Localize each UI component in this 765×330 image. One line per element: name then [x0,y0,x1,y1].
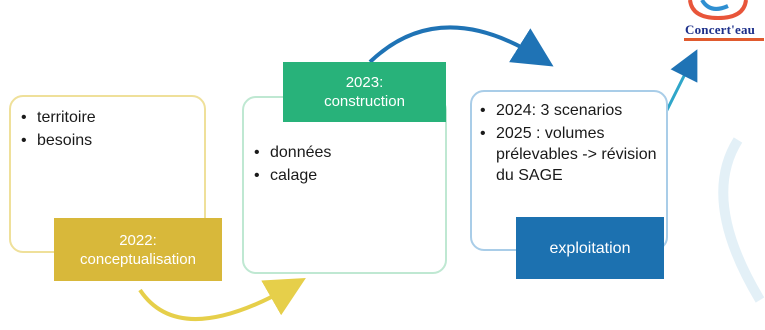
list-item: calage [254,165,331,186]
logo-text: Concert'eau [685,22,756,37]
list-item: territoire [21,107,96,128]
arrow-yellow-curve [138,278,306,321]
list-item: données [254,142,331,163]
phase-name: exploitation [549,239,631,257]
logo-underline [684,38,764,41]
phase-card-construction: données calage [242,96,447,274]
concerteau-logo [680,0,765,50]
phase-name: construction [324,93,405,110]
phase-1-list: territoire besoins [21,107,96,153]
phase-label-exploitation: exploitation [516,217,664,279]
phase-label-conceptualisation: 2022: conceptualisation [54,218,222,281]
list-item: besoins [21,130,96,151]
phase-3-list: 2024: 3 scenarios 2025 : volumes préleva… [480,100,662,188]
decorative-swoosh [718,137,765,303]
list-item: 2025 : volumes prélevables -> révision d… [480,123,662,186]
phase-year: 2023: [345,74,384,91]
phase-year: 2022: [119,231,157,249]
list-item: 2024: 3 scenarios [480,100,662,121]
phase-name: conceptualisation [80,250,196,268]
logo-drop-icon [688,0,748,21]
phase-label-construction: 2023: construction [283,62,446,122]
arrow-blue-curve [368,25,554,67]
phase-2-list: données calage [254,142,331,188]
